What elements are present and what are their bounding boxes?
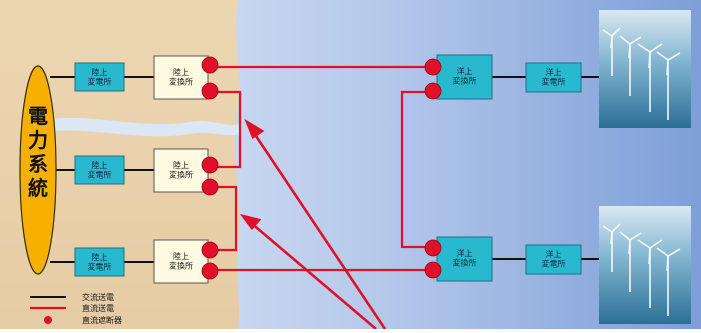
onshore-converter-label: 陸上変換所 bbox=[169, 67, 193, 87]
legend-breaker-swatch bbox=[44, 316, 52, 324]
dc-breaker bbox=[424, 82, 442, 100]
onshore-substation-label: 陸上変電所 bbox=[88, 160, 112, 180]
onshore-converter-3: 陸上変換所 bbox=[153, 239, 209, 284]
offshore-converter-label: 洋上変換所 bbox=[453, 66, 477, 86]
offshore-substation-2: 洋上変電所 bbox=[525, 244, 582, 275]
dc-breaker bbox=[424, 261, 442, 279]
legend-dc-label: 直流送電 bbox=[82, 303, 114, 313]
dc-breaker bbox=[201, 82, 219, 100]
offshore-substation-label: 洋上変電所 bbox=[542, 249, 566, 269]
onshore-converter-2: 陸上変換所 bbox=[153, 148, 209, 193]
dc-breaker bbox=[424, 239, 442, 257]
onshore-substation-1: 陸上変電所 bbox=[74, 62, 125, 92]
onshore-converter-label: 陸上変換所 bbox=[169, 251, 193, 271]
wind-farm-photo-bottom bbox=[599, 206, 691, 324]
dc-breakers bbox=[201, 56, 442, 280]
offshore-substation-label: 洋上変電所 bbox=[542, 67, 566, 87]
legend: 交流送電 直流送電 直流遮断器 bbox=[30, 292, 122, 325]
onshore-substation-2: 陸上変電所 bbox=[74, 155, 125, 185]
power-grid-label: 電力系統 bbox=[28, 104, 48, 200]
onshore-converter-1: 陸上変換所 bbox=[153, 55, 209, 100]
river bbox=[44, 117, 240, 137]
onshore-substation-label: 陸上変電所 bbox=[88, 252, 112, 272]
offshore-substation-1: 洋上変電所 bbox=[525, 62, 582, 93]
ac-lines bbox=[50, 76, 599, 263]
onshore-substation-3: 陸上変電所 bbox=[74, 247, 125, 277]
wind-farm-photo-top bbox=[599, 10, 691, 128]
dc-breaker bbox=[424, 58, 442, 76]
dc-breaker bbox=[201, 262, 219, 280]
dc-breaker bbox=[201, 178, 219, 196]
arrows bbox=[239, 118, 387, 330]
offshore-converter-label: 洋上変換所 bbox=[453, 248, 477, 268]
legend-breaker-label: 直流遮断器 bbox=[82, 315, 122, 325]
onshore-substation-label: 陸上変電所 bbox=[88, 67, 112, 87]
offshore-converter-1: 洋上変換所 bbox=[436, 54, 493, 100]
power-grid-ellipse bbox=[19, 65, 57, 275]
dc-breaker bbox=[201, 56, 219, 74]
onshore-converter-label: 陸上変換所 bbox=[169, 160, 193, 180]
legend-ac-label: 交流送電 bbox=[82, 292, 114, 302]
dc-breaker bbox=[201, 156, 219, 174]
offshore-converter-2: 洋上変換所 bbox=[436, 236, 493, 282]
dc-breaker bbox=[201, 241, 219, 259]
dc-lines bbox=[216, 65, 430, 272]
